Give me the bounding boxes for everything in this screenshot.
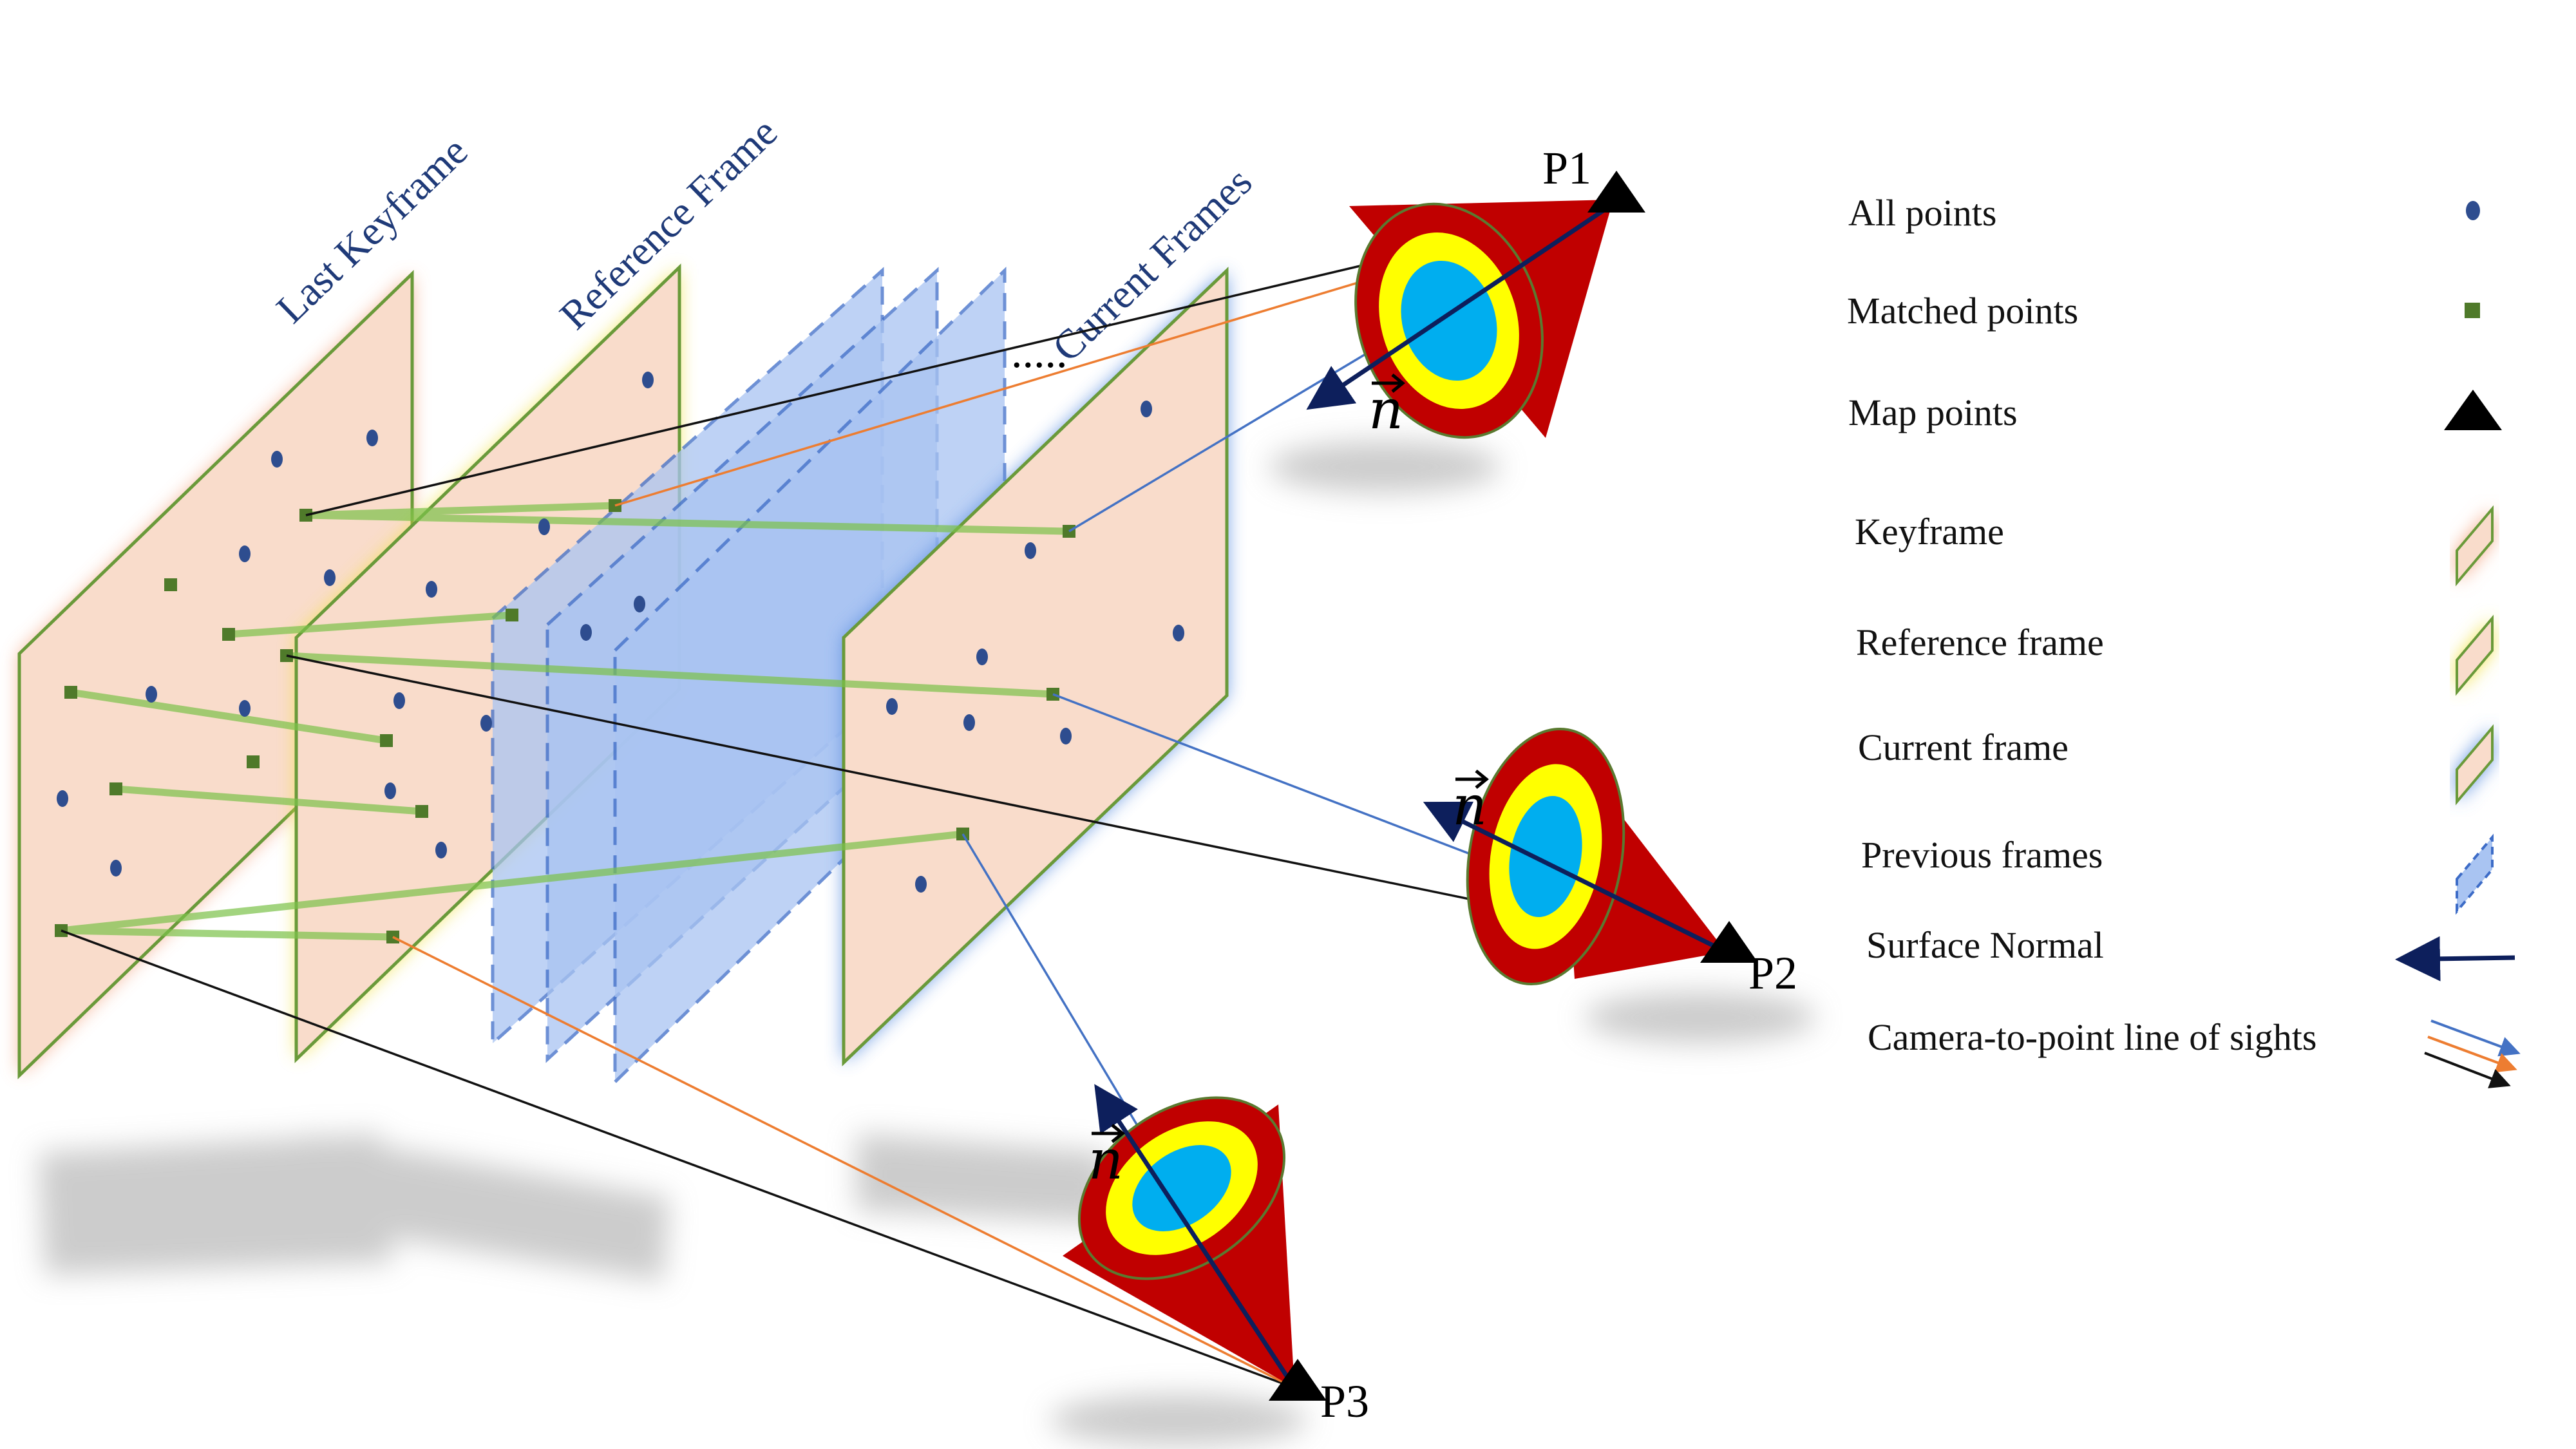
legend-current-frame: Current frame: [1858, 726, 2069, 768]
legend: All points Matched points Map points Key…: [1847, 192, 2521, 1088]
previous-frames: [491, 267, 1007, 1086]
floor-shadows: [39, 441, 1816, 1446]
legend-surface-normal: Surface Normal: [1866, 924, 2104, 966]
legend-reference-frame: Reference frame: [1856, 621, 2104, 663]
label-last-keyframe: Last Keyframe: [267, 128, 476, 332]
all-points: [57, 372, 1184, 893]
triangle-icon: [1700, 921, 1758, 963]
ellipsis: .....: [1011, 328, 1068, 377]
normal-arrow-p2: [1423, 801, 1727, 954]
normal-arrow-p1: [1306, 204, 1611, 410]
legend-previous-frames: Previous frames: [1861, 834, 2103, 876]
legend-all-points: All points: [1848, 192, 1996, 234]
surface-normals: [1094, 204, 1727, 1389]
legend-keyframe: Keyframe: [1855, 511, 2004, 553]
parallelogram-icon: [2456, 505, 2494, 587]
arrow-icon: [2395, 936, 2515, 981]
current-frame: [842, 267, 1229, 1066]
cone-p1: [1349, 200, 1613, 439]
arrow-icon: [2424, 1019, 2521, 1088]
legend-matched-points-icon: [2465, 303, 2480, 318]
legend-matched-points: Matched points: [1847, 290, 2078, 332]
legend-map-points: Map points: [1848, 392, 2018, 433]
triangle-icon: [1269, 1359, 1327, 1401]
map-point-label-p1: P1: [1542, 142, 1591, 194]
match-lines: [57, 502, 1073, 941]
normal-arrow-p3: [1094, 1084, 1296, 1389]
parallelogram-icon: [2456, 724, 2494, 806]
map-point-label-p3: P3: [1320, 1376, 1369, 1427]
parallelogram-icon: [2456, 833, 2494, 915]
triangle-icon: [1587, 171, 1645, 213]
normal-labels: n n n: [1088, 374, 1489, 1191]
cone-p3: [1063, 1096, 1294, 1388]
cone-p2: [1466, 727, 1726, 986]
legend-line-of-sight: Camera-to-point line of sights: [1868, 1016, 2316, 1058]
map-point-triangles: [1269, 171, 1758, 1401]
parallelogram-icon: [2456, 614, 2494, 696]
legend-all-points-icon: [2466, 201, 2480, 220]
map-point-label-p2: P2: [1748, 947, 1797, 999]
triangle-icon: [2444, 390, 2502, 430]
